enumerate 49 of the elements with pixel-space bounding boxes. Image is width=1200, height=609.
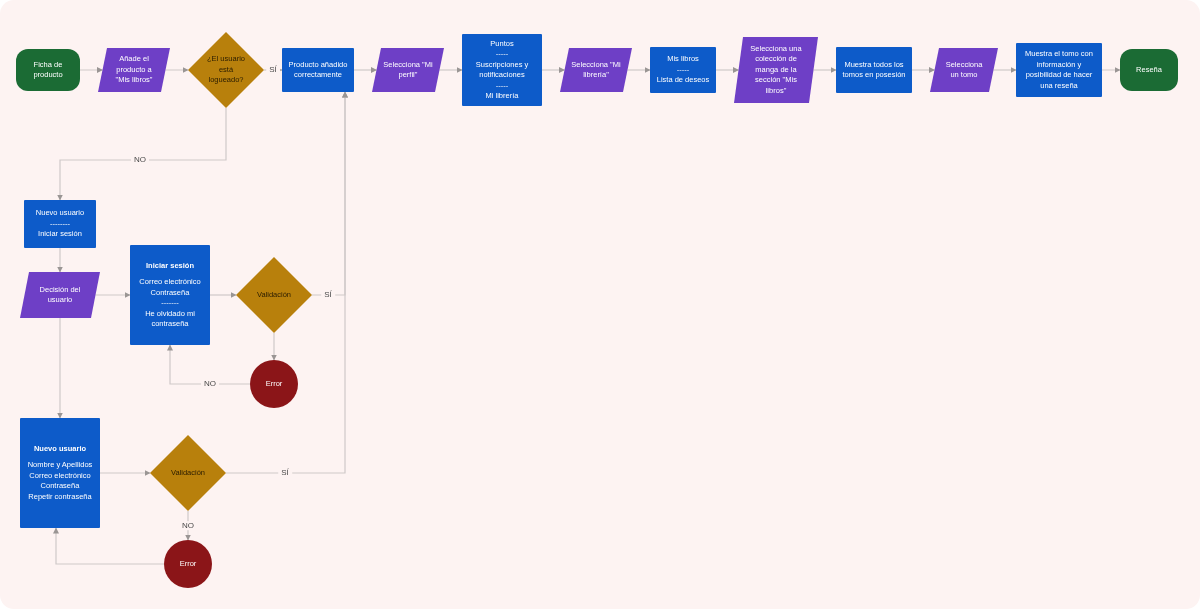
process-box	[462, 34, 542, 106]
arrow	[715, 67, 740, 73]
arrow	[1101, 67, 1121, 73]
input-parallelogram	[930, 48, 998, 92]
edge-label: SÍ	[278, 468, 292, 478]
arrow	[209, 292, 237, 298]
terminal-box	[1120, 49, 1178, 91]
process-box	[650, 47, 716, 93]
input-parallelogram	[20, 272, 100, 318]
edge-label: NO	[201, 379, 219, 389]
arrow	[57, 247, 63, 273]
arrow	[812, 67, 837, 73]
arrow	[99, 470, 151, 476]
arrow	[167, 344, 251, 385]
arrow	[57, 317, 63, 419]
decision-diamond	[236, 257, 312, 333]
edge-label: SÍ	[321, 290, 335, 300]
process-box	[836, 47, 912, 93]
arrow	[53, 527, 165, 565]
error-circle	[164, 540, 212, 588]
decision-diamond	[150, 435, 226, 511]
input-parallelogram	[560, 48, 632, 92]
arrow	[541, 67, 566, 73]
arrow	[94, 292, 131, 298]
arrow	[164, 67, 189, 73]
error-circle	[250, 360, 298, 408]
arrow	[57, 107, 227, 201]
arrow	[271, 332, 277, 361]
edge-label: SÍ	[266, 65, 280, 75]
process-box	[24, 200, 96, 248]
arrow	[992, 67, 1017, 73]
arrow	[353, 67, 378, 73]
input-parallelogram	[98, 48, 170, 92]
edge-label: NO	[179, 520, 197, 531]
process-box	[1016, 43, 1102, 97]
arrow	[79, 67, 104, 73]
terminal-box	[16, 49, 80, 91]
arrow	[911, 67, 936, 73]
arrow	[626, 67, 651, 73]
input-parallelogram	[372, 48, 444, 92]
input-parallelogram	[734, 37, 818, 103]
process-box	[282, 48, 354, 92]
arrow	[438, 67, 463, 73]
arrow	[185, 510, 191, 541]
arrow	[225, 91, 348, 474]
decision-diamond	[188, 32, 264, 108]
form-box	[130, 245, 210, 345]
edge-label: NO	[131, 155, 149, 165]
form-box	[20, 418, 100, 528]
